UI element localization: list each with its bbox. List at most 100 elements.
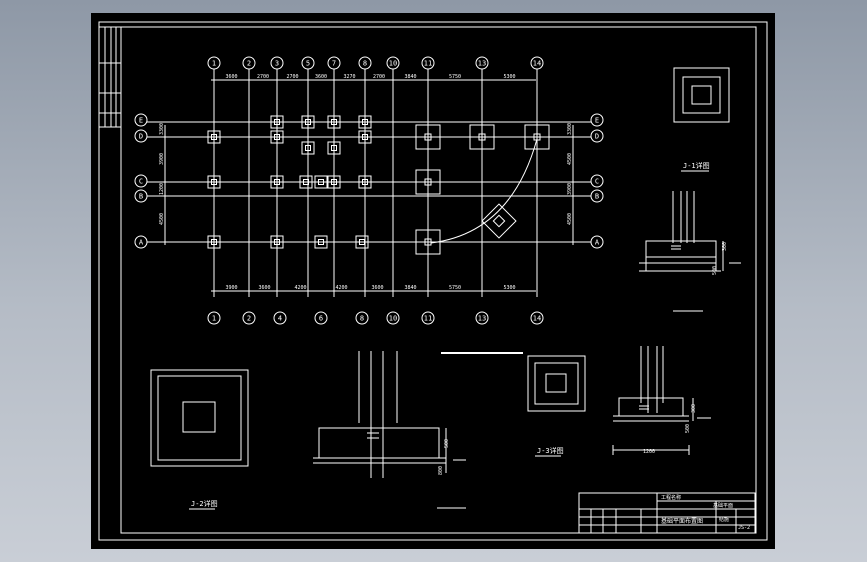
cad-drawing-canvas[interactable]: 123578101113141246810111314EEDDCCBBAA360…	[91, 13, 775, 549]
axis-top-label: 11	[424, 60, 432, 68]
dim-top: 3600	[225, 74, 237, 80]
rotated-footing	[481, 203, 517, 239]
axis-bottom-label: 8	[360, 315, 364, 323]
axis-bottom-label-circle	[386, 311, 400, 325]
axis-top-label: 13	[478, 60, 486, 68]
footing-small-core	[331, 179, 337, 185]
dim-right: 4500	[567, 213, 573, 225]
dim-bottom: 3600	[371, 285, 383, 291]
axis-right-label-circle	[590, 113, 604, 127]
axis-bottom-label: 4	[278, 315, 282, 323]
axis-bottom-label: 13	[478, 315, 486, 323]
axis-top-label: 8	[363, 60, 367, 68]
dim-bottom: 3840	[404, 285, 416, 291]
title-block-text: 工程名称 基础平面 基础平面布置图 结施 JS-2	[661, 494, 750, 531]
section-j1	[639, 191, 741, 312]
axis-top-label-circle	[421, 56, 435, 70]
footing-small-core	[331, 145, 337, 151]
dim-j2-b: 800	[438, 466, 444, 475]
footing-large	[524, 124, 550, 150]
dim-bottom: 3600	[258, 285, 270, 291]
axis-right-label-circle	[590, 174, 604, 188]
footing-small	[358, 175, 372, 189]
dim-j2-a: 500	[444, 439, 450, 448]
footing-small	[327, 141, 341, 155]
axis-bottom-label: 6	[319, 315, 323, 323]
axis-bottom-label-circle	[355, 311, 369, 325]
footing-small	[314, 235, 328, 249]
footing-plan-small-b	[527, 355, 586, 412]
axis-bottom-label-circle	[242, 311, 256, 325]
footing-large	[415, 169, 441, 195]
axis-right-label: C	[595, 178, 599, 186]
inner-frame	[120, 26, 757, 534]
dim-top: 5750	[449, 74, 461, 80]
dim-j1-b: 500	[712, 266, 718, 275]
footing-small-core	[211, 239, 217, 245]
axis-top-label: 7	[332, 60, 336, 68]
dim-right: 3900	[567, 183, 573, 195]
footing-small-core	[305, 119, 311, 125]
footing-small	[207, 130, 221, 144]
tb-col-b: 基础平面	[713, 502, 733, 509]
footing-small	[270, 115, 284, 129]
axis-left-label-circle	[134, 174, 148, 188]
axis-bottom-label-circle	[207, 311, 221, 325]
dim-bottom: 5300	[503, 285, 515, 291]
axis-bottom-label-circle	[475, 311, 489, 325]
axis-bottom-label: 2	[247, 315, 251, 323]
label-j3: J-3详图	[537, 446, 564, 455]
dim-bottom: 3900	[225, 285, 237, 291]
dim-left: 4500	[159, 213, 165, 225]
axis-left-label: D	[139, 133, 143, 141]
dim-top: 2700	[257, 74, 269, 80]
footing-small	[270, 235, 284, 249]
dim-top: 3600	[315, 74, 327, 80]
footing-small-core	[274, 239, 280, 245]
axis-top-label-circle	[301, 56, 315, 70]
dim-bottom: 5750	[449, 285, 461, 291]
footing-plan-small-a	[673, 67, 730, 123]
title-block[interactable]	[578, 492, 756, 534]
footing-small-core	[211, 134, 217, 140]
footing-large-core	[424, 133, 432, 141]
footing-plan-large	[150, 369, 249, 467]
dim-right: 4500	[567, 153, 573, 165]
section-j3	[612, 346, 711, 455]
axis-top-label-circle	[207, 56, 221, 70]
section-j2	[313, 351, 466, 509]
footing-large-core	[424, 238, 432, 246]
dim-left: 1200	[159, 183, 165, 195]
tb-col-a: 工程名称	[661, 494, 681, 501]
axis-bottom-label: 11	[424, 315, 432, 323]
dim-top: 2700	[373, 74, 385, 80]
axis-top-label: 5	[306, 60, 310, 68]
axis-left-label-circle	[134, 189, 148, 203]
curved-wall-arc	[430, 138, 538, 244]
footing-small	[327, 115, 341, 129]
tb-code-1: 结施	[719, 516, 729, 523]
axis-top-label: 2	[247, 60, 251, 68]
dim-top: 2700	[286, 74, 298, 80]
footing-small	[301, 141, 315, 155]
label-j1: J-1详图	[683, 161, 710, 170]
axis-top-label-circle	[386, 56, 400, 70]
axis-right-label-circle	[590, 129, 604, 143]
axis-top-label: 1	[212, 60, 216, 68]
dim-left: 3300	[159, 123, 165, 135]
axis-left-label: C	[139, 178, 143, 186]
dim-j3-c: 500	[685, 424, 691, 433]
axis-top-label: 14	[533, 60, 541, 68]
footing-small-core	[303, 179, 309, 185]
axis-right-label: E	[595, 117, 599, 125]
axis-left-label: A	[139, 239, 144, 247]
footing-small	[358, 115, 372, 129]
axis-bottom-label: 14	[533, 315, 541, 323]
axis-left-label-circle	[134, 113, 148, 127]
footing-small	[207, 235, 221, 249]
footing-large-core	[478, 133, 486, 141]
footing-small-core	[274, 134, 280, 140]
axis-top-label-circle	[270, 56, 284, 70]
footing-small	[355, 235, 369, 249]
axis-right-label-circle	[590, 235, 604, 249]
